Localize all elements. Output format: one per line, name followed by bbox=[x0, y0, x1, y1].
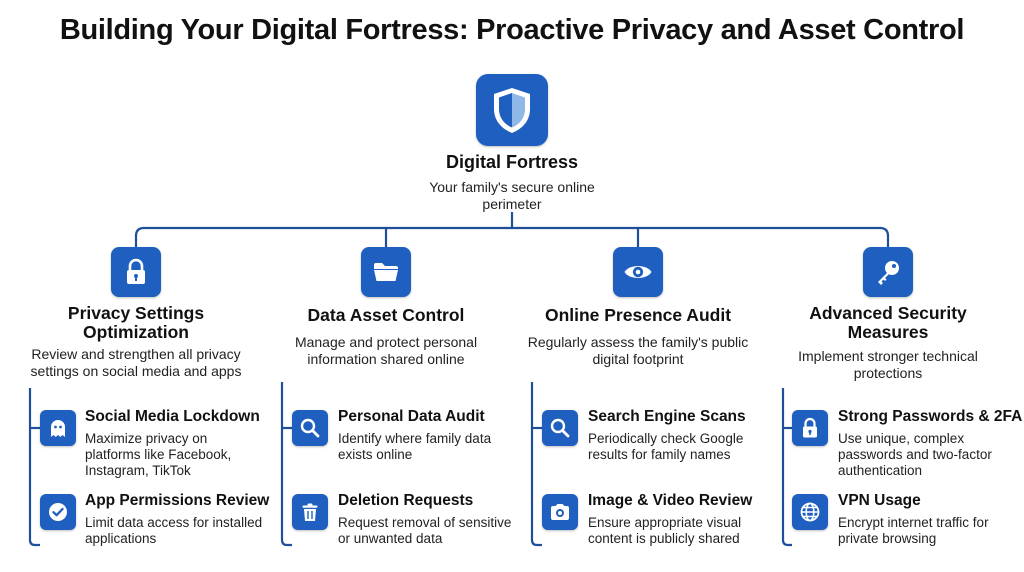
shield-icon bbox=[476, 74, 548, 146]
lock-icon bbox=[792, 410, 828, 446]
trash-icon bbox=[292, 494, 328, 530]
magnifier-icon bbox=[542, 410, 578, 446]
category-title-online-presence: Online Presence Audit bbox=[544, 305, 732, 325]
page-title: Building Your Digital Fortress: Proactiv… bbox=[59, 14, 965, 46]
item-description-search-engine-scans: Periodically check Google results for fa… bbox=[588, 431, 744, 462]
eye-icon bbox=[613, 247, 663, 297]
root-description: Your family's secure online perimeter bbox=[429, 179, 595, 212]
item-title-app-permissions-review: App Permissions Review bbox=[85, 492, 270, 509]
item-title-deletion-requests: Deletion Requests bbox=[338, 492, 474, 509]
item-title-strong-passwords-2fa: Strong Passwords & 2FA bbox=[838, 408, 1023, 425]
item-description-app-permissions-review: Limit data access for installed applicat… bbox=[85, 515, 263, 546]
item-description-vpn-usage: Encrypt internet traffic for private bro… bbox=[838, 515, 989, 546]
item-description-personal-data-audit: Identify where family data exists online bbox=[338, 431, 492, 462]
category-description-online-presence: Regularly assess the family's public dig… bbox=[527, 334, 749, 367]
item-description-deletion-requests: Request removal of sensitive or unwanted… bbox=[338, 515, 512, 546]
category-description-advanced-security: Implement stronger technical protections bbox=[798, 348, 978, 381]
folder-icon bbox=[361, 247, 411, 297]
item-description-social-media-lockdown: Maximize privacy on platforms like Faceb… bbox=[85, 431, 232, 478]
root-title: Digital Fortress bbox=[445, 152, 579, 172]
category-title-privacy: Privacy Settings Optimization bbox=[67, 303, 205, 342]
item-description-strong-passwords-2fa: Use unique, complex passwords and two-fa… bbox=[838, 431, 992, 478]
lock-icon bbox=[111, 247, 161, 297]
item-title-search-engine-scans: Search Engine Scans bbox=[588, 408, 746, 425]
item-title-image-video-review: Image & Video Review bbox=[588, 492, 753, 509]
camera-icon bbox=[542, 494, 578, 530]
item-title-vpn-usage: VPN Usage bbox=[838, 492, 921, 509]
key-icon bbox=[863, 247, 913, 297]
item-title-social-media-lockdown: Social Media Lockdown bbox=[85, 408, 260, 425]
category-title-advanced-security: Advanced Security Measures bbox=[809, 303, 967, 342]
magnifier-icon bbox=[292, 410, 328, 446]
check-badge-icon bbox=[40, 494, 76, 530]
item-title-personal-data-audit: Personal Data Audit bbox=[338, 408, 485, 425]
category-title-data-asset: Data Asset Control bbox=[307, 305, 465, 325]
category-description-data-asset: Manage and protect personal information … bbox=[294, 334, 478, 367]
ghost-icon bbox=[40, 410, 76, 446]
category-description-privacy: Review and strengthen all privacy settin… bbox=[30, 346, 242, 379]
globe-icon bbox=[792, 494, 828, 530]
item-description-image-video-review: Ensure appropriate visual content is pub… bbox=[588, 515, 742, 546]
